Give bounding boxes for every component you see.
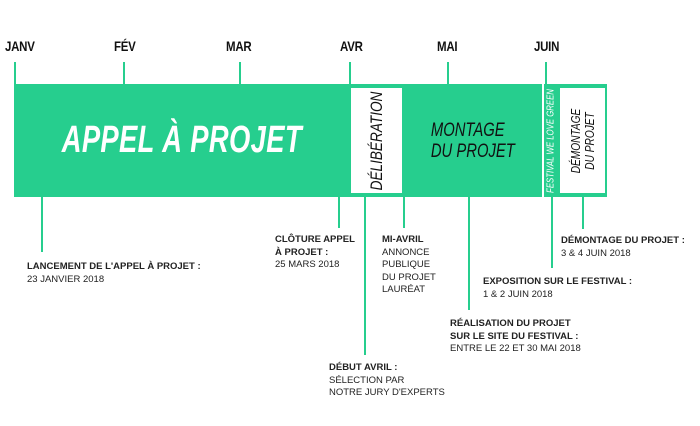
month-tick — [349, 62, 351, 86]
event-mi-avril-l1: MI-AVRIL — [382, 234, 424, 245]
connector-cloture — [338, 197, 340, 228]
event-exposition-date: 1 & 2 JUIN 2018 — [483, 288, 553, 300]
event-cloture-date: 25 MARS 2018 — [275, 259, 340, 270]
phase-montage: MONTAGE DU PROJET — [405, 84, 541, 197]
month-tick — [545, 62, 547, 86]
phase-appel-a-projet: APPEL À PROJET — [14, 84, 349, 197]
phase-deliberation-label: DÉLIBÉRATION — [366, 91, 386, 190]
month-tick — [447, 62, 449, 86]
connector-demontage — [582, 197, 584, 229]
phase-demontage-label-2: DU PROJET — [581, 111, 597, 170]
phase-demontage-label-1: DÉMONTAGE — [567, 108, 583, 173]
phase-montage-label-2: DU PROJET — [431, 140, 515, 162]
month-tick — [239, 62, 241, 86]
event-demontage-date: 3 & 4 JUIN 2018 — [561, 247, 631, 259]
month-label-mai: MAI — [437, 38, 458, 54]
connector-exposition — [551, 197, 553, 268]
connector-debut-avril — [364, 197, 366, 355]
event-realisation-date: ENTRE LE 22 ET 30 MAI 2018 — [450, 343, 581, 354]
month-label-juin: JUIN — [534, 38, 560, 54]
phase-festival-label: FESTIVAL WE LOVE GREEN — [545, 88, 557, 193]
month-label-janv: JANV — [5, 38, 35, 54]
phase-festival: FESTIVAL WE LOVE GREEN — [542, 84, 558, 197]
event-cloture: CLÔTURE APPEL À PROJET : 25 MARS 2018 — [275, 234, 355, 272]
event-mi-avril-l3: PUBLIQUE — [382, 259, 431, 270]
connector-realisation — [468, 197, 470, 310]
phase-deliberation: DÉLIBÉRATION — [349, 86, 404, 195]
event-debut-avril-title: DÉBUT AVRIL : — [329, 362, 398, 373]
event-realisation: RÉALISATION DU PROJET SUR LE SITE DU FES… — [450, 318, 581, 356]
event-lancement: LANCEMENT DE L'APPEL À PROJET : 23 JANVI… — [27, 261, 201, 286]
event-demontage: DÉMONTAGE DU PROJET : 3 & 4 JUIN 2018 — [561, 235, 685, 260]
timeline-bar — [14, 84, 607, 197]
event-cloture-title-2: À PROJET : — [275, 246, 329, 258]
month-label-avr: AVR — [340, 38, 363, 54]
event-mi-avril-l4: DU PROJET — [382, 271, 436, 283]
event-cloture-title-1: CLÔTURE APPEL — [275, 234, 355, 245]
event-debut-avril-l3: NOTRE JURY D'EXPERTS — [329, 387, 445, 398]
event-mi-avril-l2: ANNONCE — [382, 246, 430, 258]
event-lancement-title: LANCEMENT DE L'APPEL À PROJET : — [27, 261, 201, 272]
event-lancement-date: 23 JANVIER 2018 — [27, 273, 105, 285]
event-debut-avril-l2: SÉLECTION PAR — [329, 374, 405, 386]
event-exposition: EXPOSITION SUR LE FESTIVAL : 1 & 2 JUIN … — [483, 276, 632, 301]
phase-demontage: DÉMONTAGE DU PROJET — [558, 86, 607, 195]
event-mi-avril-l5: LAURÉAT — [382, 284, 426, 295]
phase-montage-label-1: MONTAGE — [431, 119, 505, 141]
month-label-mar: MAR — [226, 38, 252, 54]
event-debut-avril: DÉBUT AVRIL : SÉLECTION PAR NOTRE JURY D… — [329, 362, 445, 400]
month-tick — [123, 62, 125, 86]
event-exposition-title: EXPOSITION SUR LE FESTIVAL : — [483, 276, 633, 287]
event-demontage-title: DÉMONTAGE DU PROJET : — [561, 235, 685, 246]
event-mi-avril: MI-AVRIL ANNONCE PUBLIQUE DU PROJET LAUR… — [382, 234, 436, 297]
connector-mi-avril — [403, 197, 405, 228]
connector-lancement — [41, 197, 43, 252]
month-label-fev: FÉV — [114, 38, 136, 54]
event-realisation-title-1: RÉALISATION DU PROJET — [450, 318, 571, 329]
month-tick — [14, 62, 16, 86]
phase-appel-label: APPEL À PROJET — [61, 119, 302, 161]
event-realisation-title-2: SUR LE SITE DU FESTIVAL : — [450, 330, 579, 342]
